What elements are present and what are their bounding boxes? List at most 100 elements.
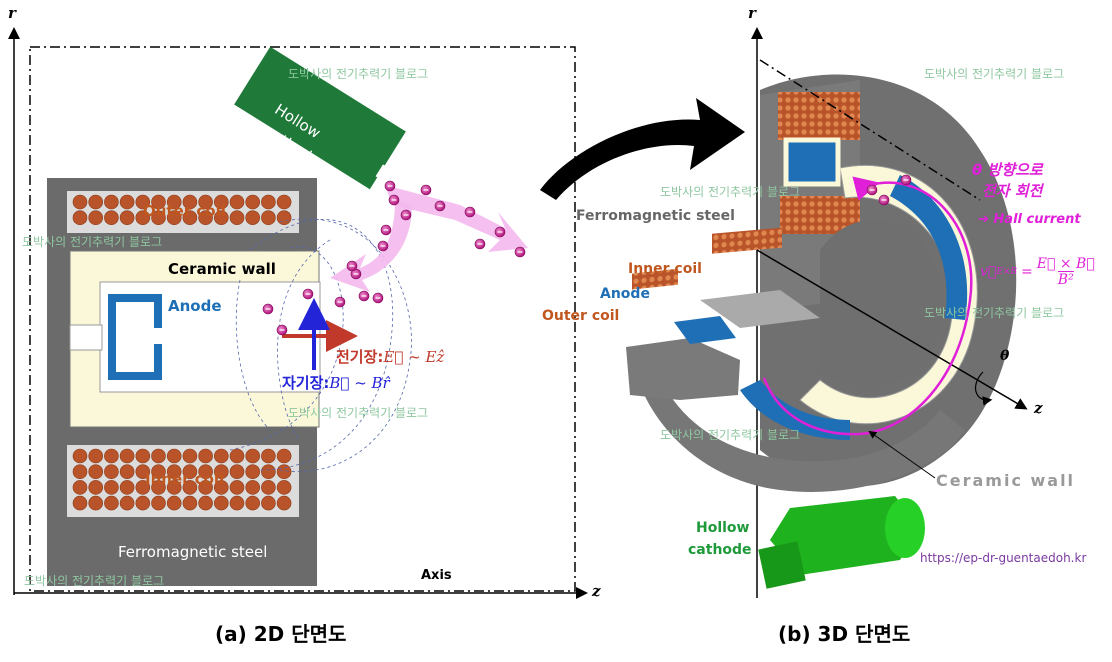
lower-shell xyxy=(630,345,965,492)
hollow-cathode-label-3d-2: cathode xyxy=(688,542,752,558)
transition-arrow xyxy=(540,98,745,200)
coil-winding xyxy=(229,495,245,511)
coil-winding xyxy=(135,464,151,480)
electron-flow-arrow xyxy=(385,185,528,252)
coil-winding xyxy=(245,210,260,225)
watermark: 도박사의 전기추력기 블로그 xyxy=(288,406,429,420)
inner-pole xyxy=(266,427,298,445)
coil-winding xyxy=(88,495,103,511)
coil-winding xyxy=(261,210,276,225)
anode-ring-lower xyxy=(740,380,850,440)
hollow-cathode-3d xyxy=(758,496,925,589)
exb-numerator: E⃗ × B⃗ xyxy=(1036,256,1095,272)
coil-winding xyxy=(198,210,213,225)
coil-winding xyxy=(276,194,292,210)
hall-current-label: ➔ Hall current xyxy=(978,212,1081,227)
coil-winding xyxy=(182,480,198,495)
anode-label-2d: Anode xyxy=(168,297,222,315)
coil-winding xyxy=(214,480,229,495)
watermark: 도박사의 전기추력기 블로그 xyxy=(288,67,429,81)
coil-winding xyxy=(104,194,119,210)
coil-winding xyxy=(72,448,88,464)
lower-cut-face xyxy=(626,338,740,400)
coil-winding xyxy=(72,464,88,480)
panel-a-r-label: r xyxy=(8,4,16,22)
electron-flow-arrow xyxy=(330,200,412,292)
bfield-label: 자기장:B⃗ ~ Br̂ xyxy=(282,376,390,391)
coil-winding xyxy=(276,495,292,511)
coil-winding xyxy=(214,210,229,225)
coil-winding xyxy=(182,210,198,225)
coil-winding xyxy=(104,210,119,225)
coil-winding xyxy=(182,194,198,210)
coil-winding xyxy=(198,495,213,511)
panel-b-r-label: r xyxy=(748,4,756,22)
coil-winding xyxy=(151,480,166,495)
efield-label: 전기장:E⃗ ~ Eẑ xyxy=(336,350,444,365)
coil-winding xyxy=(182,464,198,480)
bfield-formula: B⃗ ~ Br̂ xyxy=(329,374,390,392)
ferromagnetic-plate xyxy=(700,290,820,328)
coil-winding xyxy=(245,495,260,511)
coil-winding xyxy=(245,194,260,210)
hall-current-orbit xyxy=(762,176,973,436)
inner-coil-label-2d: Inner coil xyxy=(145,470,225,488)
caption-b: (b) 3D 단면도 xyxy=(778,622,911,646)
coil-winding xyxy=(198,194,213,210)
coil-winding xyxy=(119,480,135,495)
coil-winding xyxy=(119,448,135,464)
coil-winding xyxy=(135,448,151,464)
watermark: 도박사의 전기추력기 블로그 xyxy=(22,235,163,249)
exb-fraction: E⃗ × B⃗ B² xyxy=(1037,257,1095,287)
coil-winding xyxy=(104,480,119,495)
coil-winding xyxy=(104,495,119,511)
coil-winding xyxy=(276,210,292,225)
coil-winding xyxy=(229,480,245,495)
rotation-label-1: θ 방향으로 xyxy=(972,161,1043,179)
coil-winding xyxy=(88,464,103,480)
coil-winding xyxy=(229,210,245,225)
coil-winding xyxy=(88,448,103,464)
outer-coil-label-3d: Outer coil xyxy=(542,308,620,324)
coil-winding xyxy=(166,194,182,210)
coil-winding xyxy=(166,480,182,495)
coil-winding xyxy=(245,480,260,495)
coil-winding xyxy=(198,464,213,480)
coil-winding xyxy=(214,448,229,464)
coil-winding xyxy=(245,448,260,464)
coil-winding xyxy=(214,464,229,480)
coil-winding xyxy=(119,210,135,225)
inner-coil xyxy=(72,448,292,511)
coil-winding xyxy=(119,194,135,210)
coil-winding xyxy=(72,194,88,210)
watermark: 도박사의 전기추력기 블로그 xyxy=(660,185,801,199)
coil-winding xyxy=(72,495,88,511)
coil-winding xyxy=(151,464,166,480)
field-line xyxy=(235,279,271,431)
coil-winding xyxy=(151,194,166,210)
efield-formula: E⃗ ~ Eẑ xyxy=(383,348,445,366)
rotation-label-2: 전자 회전 xyxy=(982,182,1043,200)
ceramic-pointer xyxy=(868,430,936,479)
coil-winding xyxy=(261,480,276,495)
outer-coil-3d-lower xyxy=(632,268,678,290)
coil-winding xyxy=(198,480,213,495)
inner-coil-3d xyxy=(712,227,782,254)
exb-lhs: v⃗ xyxy=(980,264,997,280)
ferromagnetic-steel-label-3d: Ferromagnetic steel xyxy=(576,208,735,224)
field-line xyxy=(279,218,412,472)
outer-coil-label-2d: Outer coil xyxy=(143,202,226,220)
hollow-cathode-label-3d-1: Hollow xyxy=(696,520,750,536)
field-line xyxy=(249,219,394,471)
source-url: https://ep-dr-guentaedoh.kr xyxy=(920,551,1087,565)
coil-winding xyxy=(135,194,151,210)
ceramic-wall-label-3d: Ceramic wall xyxy=(936,471,1076,490)
caption-a: (a) 2D 단면도 xyxy=(215,622,347,646)
ferromagnetic-steel-label-2d: Ferromagnetic steel xyxy=(118,543,268,561)
coil-winding xyxy=(119,464,135,480)
coil-winding xyxy=(245,464,260,480)
coil-winding xyxy=(166,495,182,511)
coil-winding xyxy=(135,210,151,225)
outer-coil xyxy=(72,194,292,225)
